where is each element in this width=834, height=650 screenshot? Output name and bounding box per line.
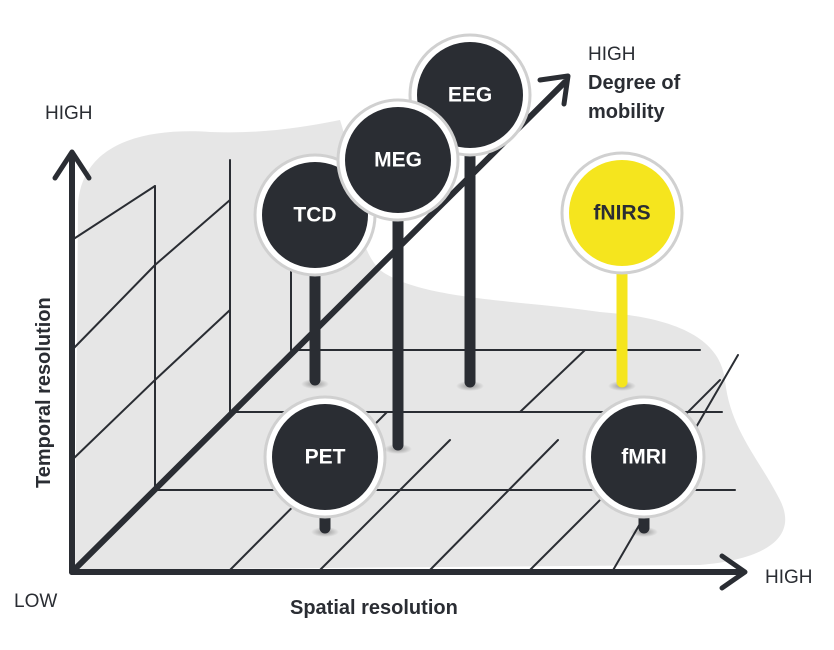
- pin-label: fMRI: [621, 446, 667, 469]
- z-axis-arrowhead: [537, 73, 571, 107]
- z-axis-high-label: HIGH: [588, 44, 636, 65]
- x-axis-arrowhead: [719, 553, 748, 591]
- grid-line: [154, 309, 231, 381]
- pin-meg: MEG: [336, 98, 460, 454]
- pin-head: [262, 162, 368, 268]
- pin-label: TCD: [293, 204, 336, 227]
- z-axis-title-line1: Degree of: [588, 72, 681, 94]
- grid-line: [71, 379, 156, 461]
- x-axis-title: Spatial resolution: [290, 597, 458, 619]
- grid-line: [154, 199, 231, 266]
- modality-pins: PET fMRI TCD fNIRS EEG MEG: [253, 33, 706, 537]
- pin-pet: PET: [263, 395, 387, 537]
- pin-head: [345, 107, 451, 213]
- pin-head: [272, 404, 378, 510]
- grid-line: [319, 439, 451, 571]
- pin-fmri: fMRI: [582, 395, 706, 537]
- pin-label: fNIRS: [593, 202, 650, 225]
- pin-head: [569, 160, 675, 266]
- pin-fnirs: fNIRS: [560, 151, 684, 391]
- pin-label: MEG: [374, 149, 422, 172]
- pin-label: EEG: [448, 84, 492, 107]
- y-axis-high-label: HIGH: [45, 103, 93, 124]
- grid-line: [519, 349, 586, 413]
- origin-low-label: LOW: [14, 591, 57, 612]
- pin-label: PET: [305, 446, 346, 469]
- y-axis-arrowhead: [52, 149, 92, 181]
- grid-line: [71, 185, 156, 241]
- y-axis-title: Temporal resolution: [33, 297, 55, 488]
- grid-line: [71, 264, 156, 351]
- grid-line: [429, 439, 559, 571]
- z-axis-title-line2: mobility: [588, 101, 666, 123]
- pin-head: [591, 404, 697, 510]
- x-axis-high-label: HIGH: [765, 567, 813, 588]
